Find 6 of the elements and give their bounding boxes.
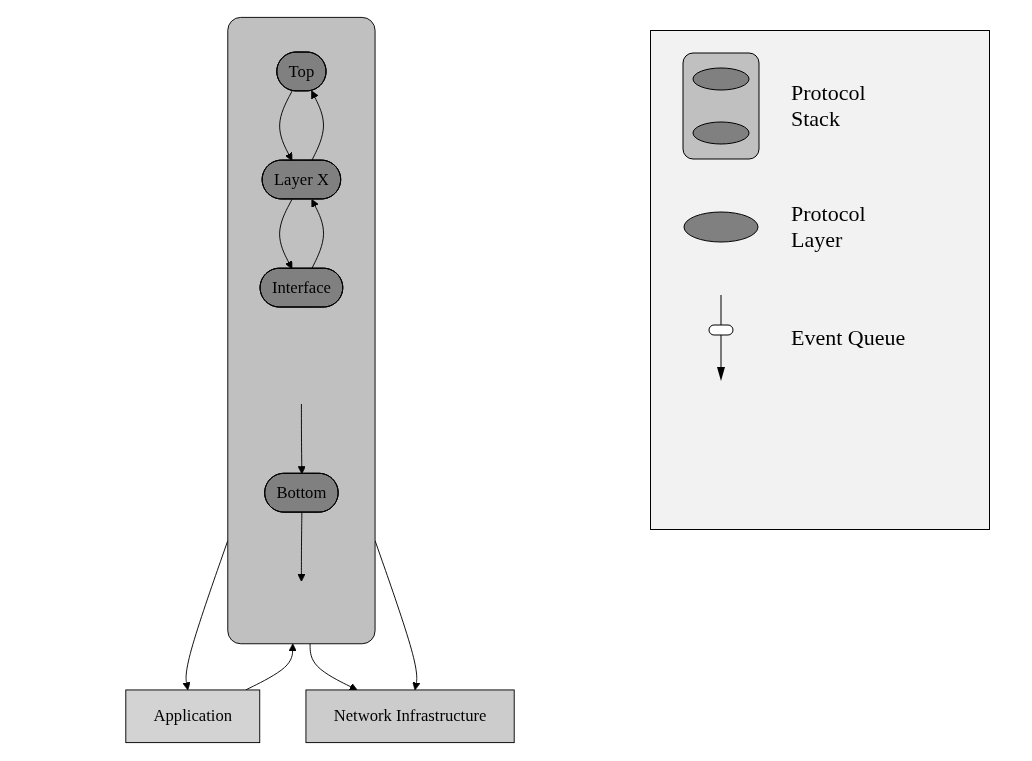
legend-text: Protocol Stack: [791, 80, 867, 132]
node-box: Application: [125, 689, 261, 744]
cluster: [227, 16, 376, 645]
legend-text: Protocol Layer: [791, 201, 867, 253]
node-box: Network Infrastructure: [305, 689, 515, 744]
legend-text: Event Queue: [791, 325, 907, 351]
